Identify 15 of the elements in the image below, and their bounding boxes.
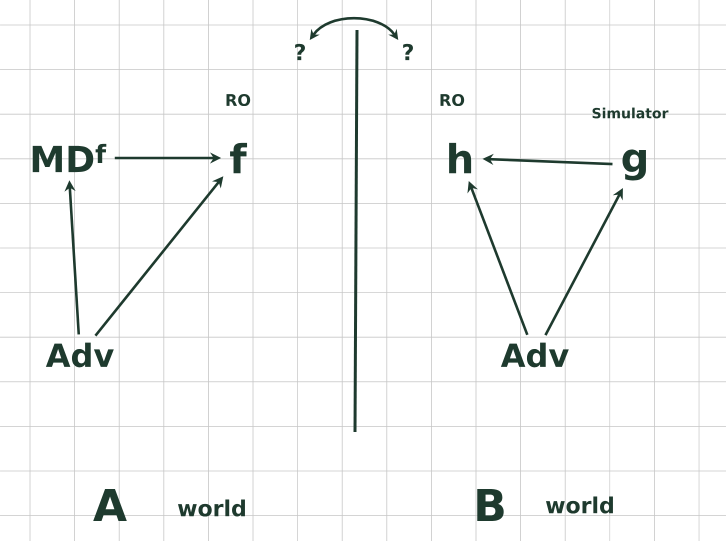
question-mark: ?	[295, 44, 305, 60]
symbol-label: g	[622, 150, 646, 180]
node-annotation: Simulator	[592, 108, 668, 118]
symbol-label: f	[230, 142, 248, 174]
world-label: world	[546, 496, 613, 514]
node-annotation: RO	[226, 94, 250, 106]
world-label: A	[93, 488, 127, 522]
symbol-label: Adv	[46, 342, 114, 368]
world-label: B	[477, 488, 504, 522]
symbol-label: MD$^{f}$	[32, 144, 106, 172]
world-label: world	[178, 499, 245, 516]
symbol-label: h	[449, 142, 472, 174]
symbol-label: Adv	[500, 342, 569, 368]
node-annotation: RO	[440, 94, 464, 106]
question-mark: ?	[403, 44, 413, 60]
